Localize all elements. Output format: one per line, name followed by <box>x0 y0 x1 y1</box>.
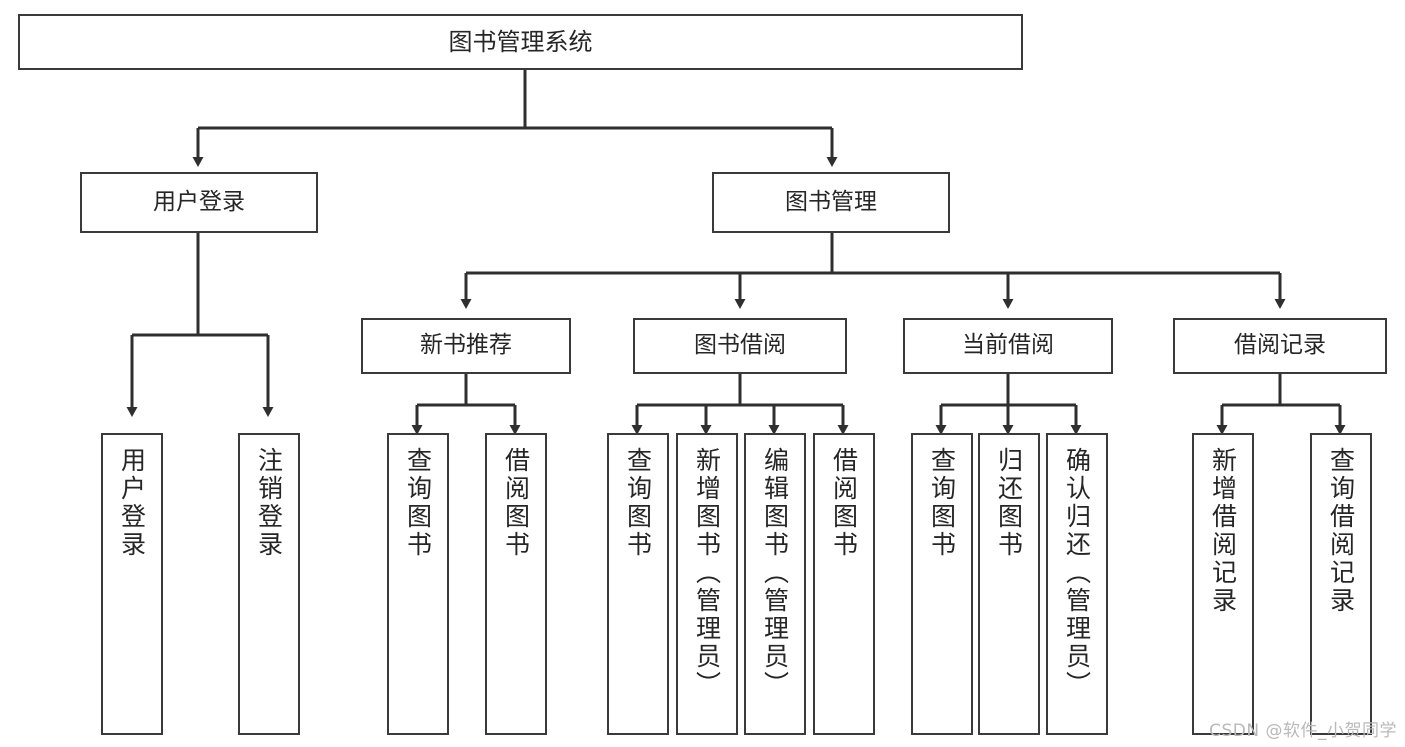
node-label: 当前借阅 <box>962 332 1054 359</box>
leaf-add-book-admin[interactable]: 新增图书（管理员） <box>676 433 738 735</box>
node-label: 归还图书 <box>994 447 1024 559</box>
leaf-user-login[interactable]: 用户登录 <box>101 433 163 735</box>
node-label: 用户登录 <box>117 447 147 559</box>
node-label: 图书管理 <box>785 188 877 215</box>
leaf-borrow-book-borrow[interactable]: 借阅图书 <box>813 433 875 735</box>
node-label: 查询借阅记录 <box>1326 447 1356 615</box>
node-label: 图书借阅 <box>694 332 786 359</box>
node-label: 查询图书 <box>927 447 957 559</box>
node-label: 编辑图书（管理员） <box>760 447 790 699</box>
node-label: 查询图书 <box>623 447 653 559</box>
node-label: 借阅记录 <box>1234 332 1326 359</box>
node-label: 注销登录 <box>254 447 284 559</box>
node-label: 新书推荐 <box>420 332 512 359</box>
leaf-query-borrow-record[interactable]: 查询借阅记录 <box>1310 433 1372 735</box>
leaf-return-book[interactable]: 归还图书 <box>978 433 1040 735</box>
node-label: 用户登录 <box>153 188 245 215</box>
watermark: CSDN @软件_小贺同学 <box>1209 721 1397 741</box>
node-borrow-record[interactable]: 借阅记录 <box>1173 318 1387 374</box>
node-current-borrow[interactable]: 当前借阅 <box>903 318 1113 374</box>
node-label: 图书管理系统 <box>448 27 593 56</box>
node-user-login[interactable]: 用户登录 <box>80 172 318 233</box>
leaf-query-book-newbook[interactable]: 查询图书 <box>387 433 449 735</box>
leaf-edit-book-admin[interactable]: 编辑图书（管理员） <box>744 433 806 735</box>
leaf-query-book-borrow[interactable]: 查询图书 <box>607 433 669 735</box>
node-label: 借阅图书 <box>829 447 859 559</box>
node-book-manage[interactable]: 图书管理 <box>712 172 950 233</box>
node-label: 确认归还（管理员） <box>1062 447 1092 699</box>
node-new-book-recommend[interactable]: 新书推荐 <box>361 318 571 374</box>
leaf-confirm-return-admin[interactable]: 确认归还（管理员） <box>1046 433 1108 735</box>
node-label: 新增图书（管理员） <box>692 447 722 699</box>
node-root-system[interactable]: 图书管理系统 <box>18 14 1023 70</box>
node-label: 新增借阅记录 <box>1208 447 1238 615</box>
node-book-borrow[interactable]: 图书借阅 <box>633 318 847 374</box>
leaf-logout[interactable]: 注销登录 <box>238 433 300 735</box>
leaf-borrow-book-newbook[interactable]: 借阅图书 <box>485 433 547 735</box>
leaf-add-borrow-record[interactable]: 新增借阅记录 <box>1192 433 1254 735</box>
node-label: 借阅图书 <box>501 447 531 559</box>
node-label: 查询图书 <box>403 447 433 559</box>
leaf-query-book-current[interactable]: 查询图书 <box>911 433 973 735</box>
